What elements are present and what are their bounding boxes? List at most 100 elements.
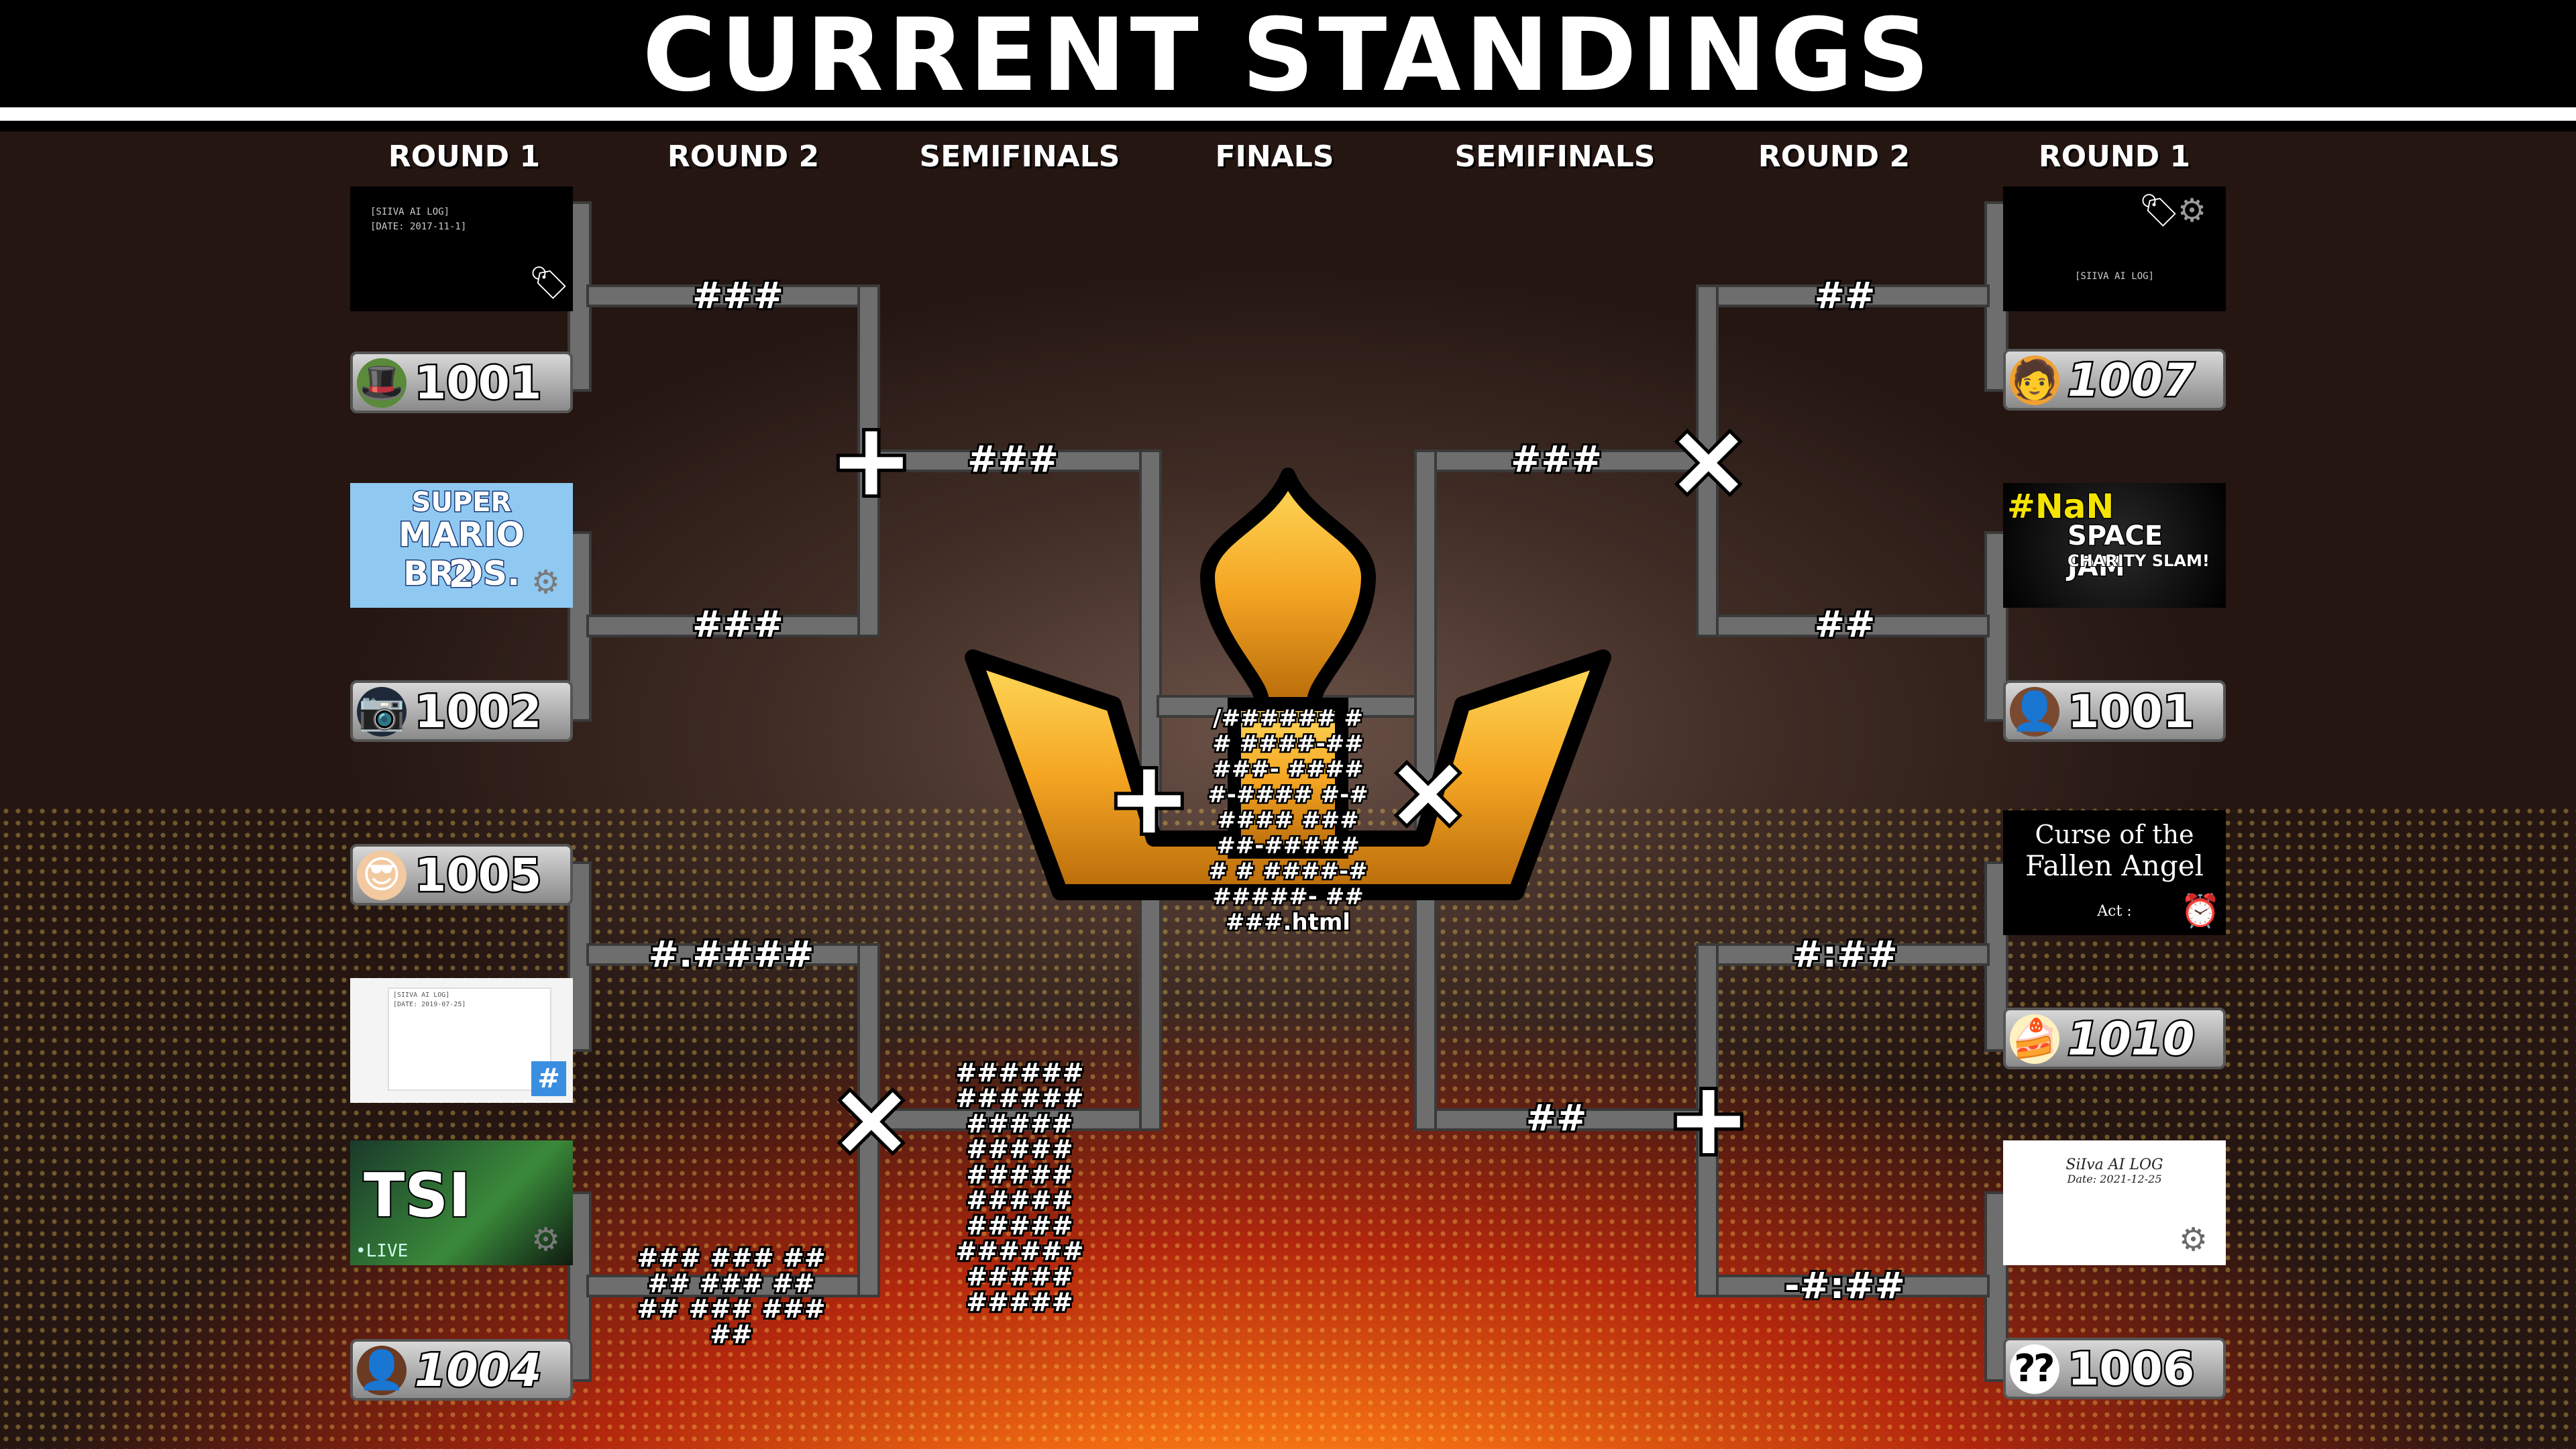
person-avatar-icon: 👤 — [357, 1346, 407, 1395]
score-right-r1-1: ## — [1813, 274, 1878, 317]
match-thumbnail[interactable]: SiIva AI LOG Date: 2021-12-25 🏷 ⚙ — [2003, 1140, 2226, 1265]
thumbnail-text: 2 — [447, 552, 476, 598]
bracket-line — [589, 946, 877, 963]
bracket-line — [1699, 287, 1987, 305]
thumbnail-text: Date: 2021-12-25 — [2067, 1173, 2162, 1185]
finals-center-text: /###### ## ####-#####- #####-#### #-####… — [1206, 704, 1370, 937]
thumbnail-text: [DATE: 2019-07-25] — [393, 1001, 466, 1008]
bracket-line — [1417, 1111, 1699, 1128]
round-label-right-semis: SEMIFINALS — [1454, 140, 1656, 174]
bracket-line — [570, 204, 589, 389]
bracket-line — [570, 534, 589, 719]
thumbnail-text: [DATE: 2017-11-1] — [370, 221, 467, 232]
thumbnail-text: Curse of the — [2035, 820, 2194, 849]
thumbnail-text: #NaN — [2006, 486, 2114, 527]
bracket-line — [589, 617, 877, 635]
score-right-r2-1: ### — [1509, 438, 1604, 480]
thumbnail-document — [388, 987, 551, 1091]
tag-icon: 🏷 — [529, 264, 570, 302]
clock-icon: ⏰ — [2180, 892, 2220, 930]
question-marks-avatar-icon: ⁇ — [2010, 1344, 2059, 1394]
player-plate[interactable]: 👤 1001 — [2003, 680, 2226, 742]
tag-icon: 🏷 — [2141, 1221, 2182, 1258]
match-thumbnail[interactable]: #NaN SPACE JAM CHARITY SLAM! — [2003, 483, 2226, 608]
bracket-line — [1699, 287, 1716, 635]
player-plate[interactable]: 🎩 1001 — [350, 352, 573, 413]
header-stripe — [0, 107, 2576, 121]
thumbnail-text: SUPER — [411, 486, 513, 519]
score-right-r1-4: -#:## — [1782, 1265, 1907, 1307]
score-right-r1-2: ## — [1813, 603, 1878, 645]
score-left-r2-1: ### — [965, 438, 1061, 480]
bracket-line — [1987, 1194, 2006, 1379]
round-label-finals: FINALS — [1215, 140, 1334, 174]
thumbnail-text: •LIVE — [356, 1241, 409, 1261]
player-plate[interactable]: ⁇ 1006 — [2003, 1338, 2226, 1399]
bracket-line — [1699, 1277, 1987, 1295]
top-hat-avatar-icon: 🎩 — [357, 358, 407, 408]
page-title: CURRENT STANDINGS — [642, 0, 1934, 114]
player-plate[interactable]: 😎 1005 — [350, 844, 573, 906]
score-left-r1-3: #.#### — [647, 933, 816, 975]
gear-icon: ⚙ — [531, 564, 561, 601]
bracket-line — [1987, 534, 2006, 719]
bracket-line — [1987, 204, 2006, 389]
round-label-right-1: ROUND 1 — [2038, 140, 2191, 174]
plus-icon: + — [1104, 740, 1195, 857]
bracket-line — [860, 287, 877, 635]
player-plate[interactable]: 🧑 1007 — [2003, 349, 2226, 411]
bracket-line — [1699, 946, 1716, 1295]
bald-sunglasses-avatar-icon: 😎 — [357, 851, 407, 900]
player-plate[interactable]: 📷 1002 — [350, 680, 573, 742]
bracket-line — [1699, 617, 1987, 635]
bracket-line — [570, 1194, 589, 1379]
player-number: 1010 — [2066, 1012, 2196, 1068]
hashtag-icon: # — [531, 1061, 566, 1096]
round-label-right-2: ROUND 2 — [1758, 140, 1911, 174]
bracket-line — [1699, 946, 1987, 963]
score-right-r1-3: #:## — [1790, 933, 1899, 975]
bracket-line — [877, 1111, 1159, 1128]
player-plate[interactable]: 🍰 1010 — [2003, 1008, 2226, 1069]
round-label-left-1: ROUND 1 — [388, 140, 541, 174]
match-thumbnail[interactable]: SUPER MARIO BROS. 2 ⚙ — [350, 483, 573, 608]
bracket-line — [1987, 864, 2006, 1049]
gear-icon: ⚙ — [531, 1221, 561, 1258]
plus-icon: + — [826, 402, 917, 519]
bracket-line — [589, 1277, 877, 1295]
match-thumbnail[interactable]: TSI •LIVE ⚙ — [350, 1140, 573, 1265]
player-number: 1007 — [2066, 353, 2196, 409]
bracket-line — [589, 287, 877, 305]
thumbnail-text: Act : — [2097, 903, 2132, 920]
thumbnail-text: SiIva AI LOG — [2065, 1157, 2163, 1173]
camera-avatar-icon: 📷 — [357, 687, 407, 737]
thumbnail-text: Fallen Angel — [2025, 849, 2204, 882]
header-stripe-dark — [0, 121, 2576, 131]
round-label-left-2: ROUND 2 — [667, 140, 820, 174]
score-left-r1-1: ### — [690, 274, 786, 317]
match-thumbnail[interactable]: [SIIVA AI LOG] 🏷 ⚙ — [2003, 186, 2226, 311]
cake-avatar-icon: 🍰 — [2010, 1014, 2059, 1064]
match-thumbnail[interactable]: [SIIVA AI LOG] [DATE: 2019-07-25] # — [350, 978, 573, 1103]
score-right-r2-2: ## — [1524, 1097, 1589, 1139]
x-mark-icon: × — [1383, 733, 1474, 850]
round-label-left-semis: SEMIFINALS — [919, 140, 1120, 174]
player-plate[interactable]: 👤 1004 — [350, 1339, 573, 1401]
bracket-line — [877, 452, 1159, 470]
tag-icon: 🏷 — [2139, 192, 2180, 229]
match-thumbnail[interactable]: [SIIVA AI LOG] [DATE: 2017-11-1] 🏷 — [350, 186, 573, 311]
player-number: 1002 — [413, 684, 543, 741]
thumbnail-text: MARIO BROS. — [397, 515, 525, 594]
player-number: 1001 — [2066, 684, 2196, 741]
thumbnail-text: [SIIVA AI LOG] — [2074, 271, 2154, 282]
gear-icon: ⚙ — [2179, 1221, 2208, 1258]
headband-avatar-icon: 🧑 — [2010, 356, 2059, 405]
thumbnail-text: [SIIVA AI LOG] — [393, 991, 450, 999]
score-left-r1-4: ### ### ## ## ### ## ## ### ### ## — [635, 1243, 827, 1349]
player-number: 1006 — [2066, 1342, 2196, 1398]
crown-trophy-icon — [965, 468, 1611, 900]
player-number: 1005 — [413, 848, 543, 904]
match-thumbnail[interactable]: Curse of the Fallen Angel Act : ⏰ — [2003, 810, 2226, 935]
thumbnail-text: TSI — [362, 1159, 472, 1232]
